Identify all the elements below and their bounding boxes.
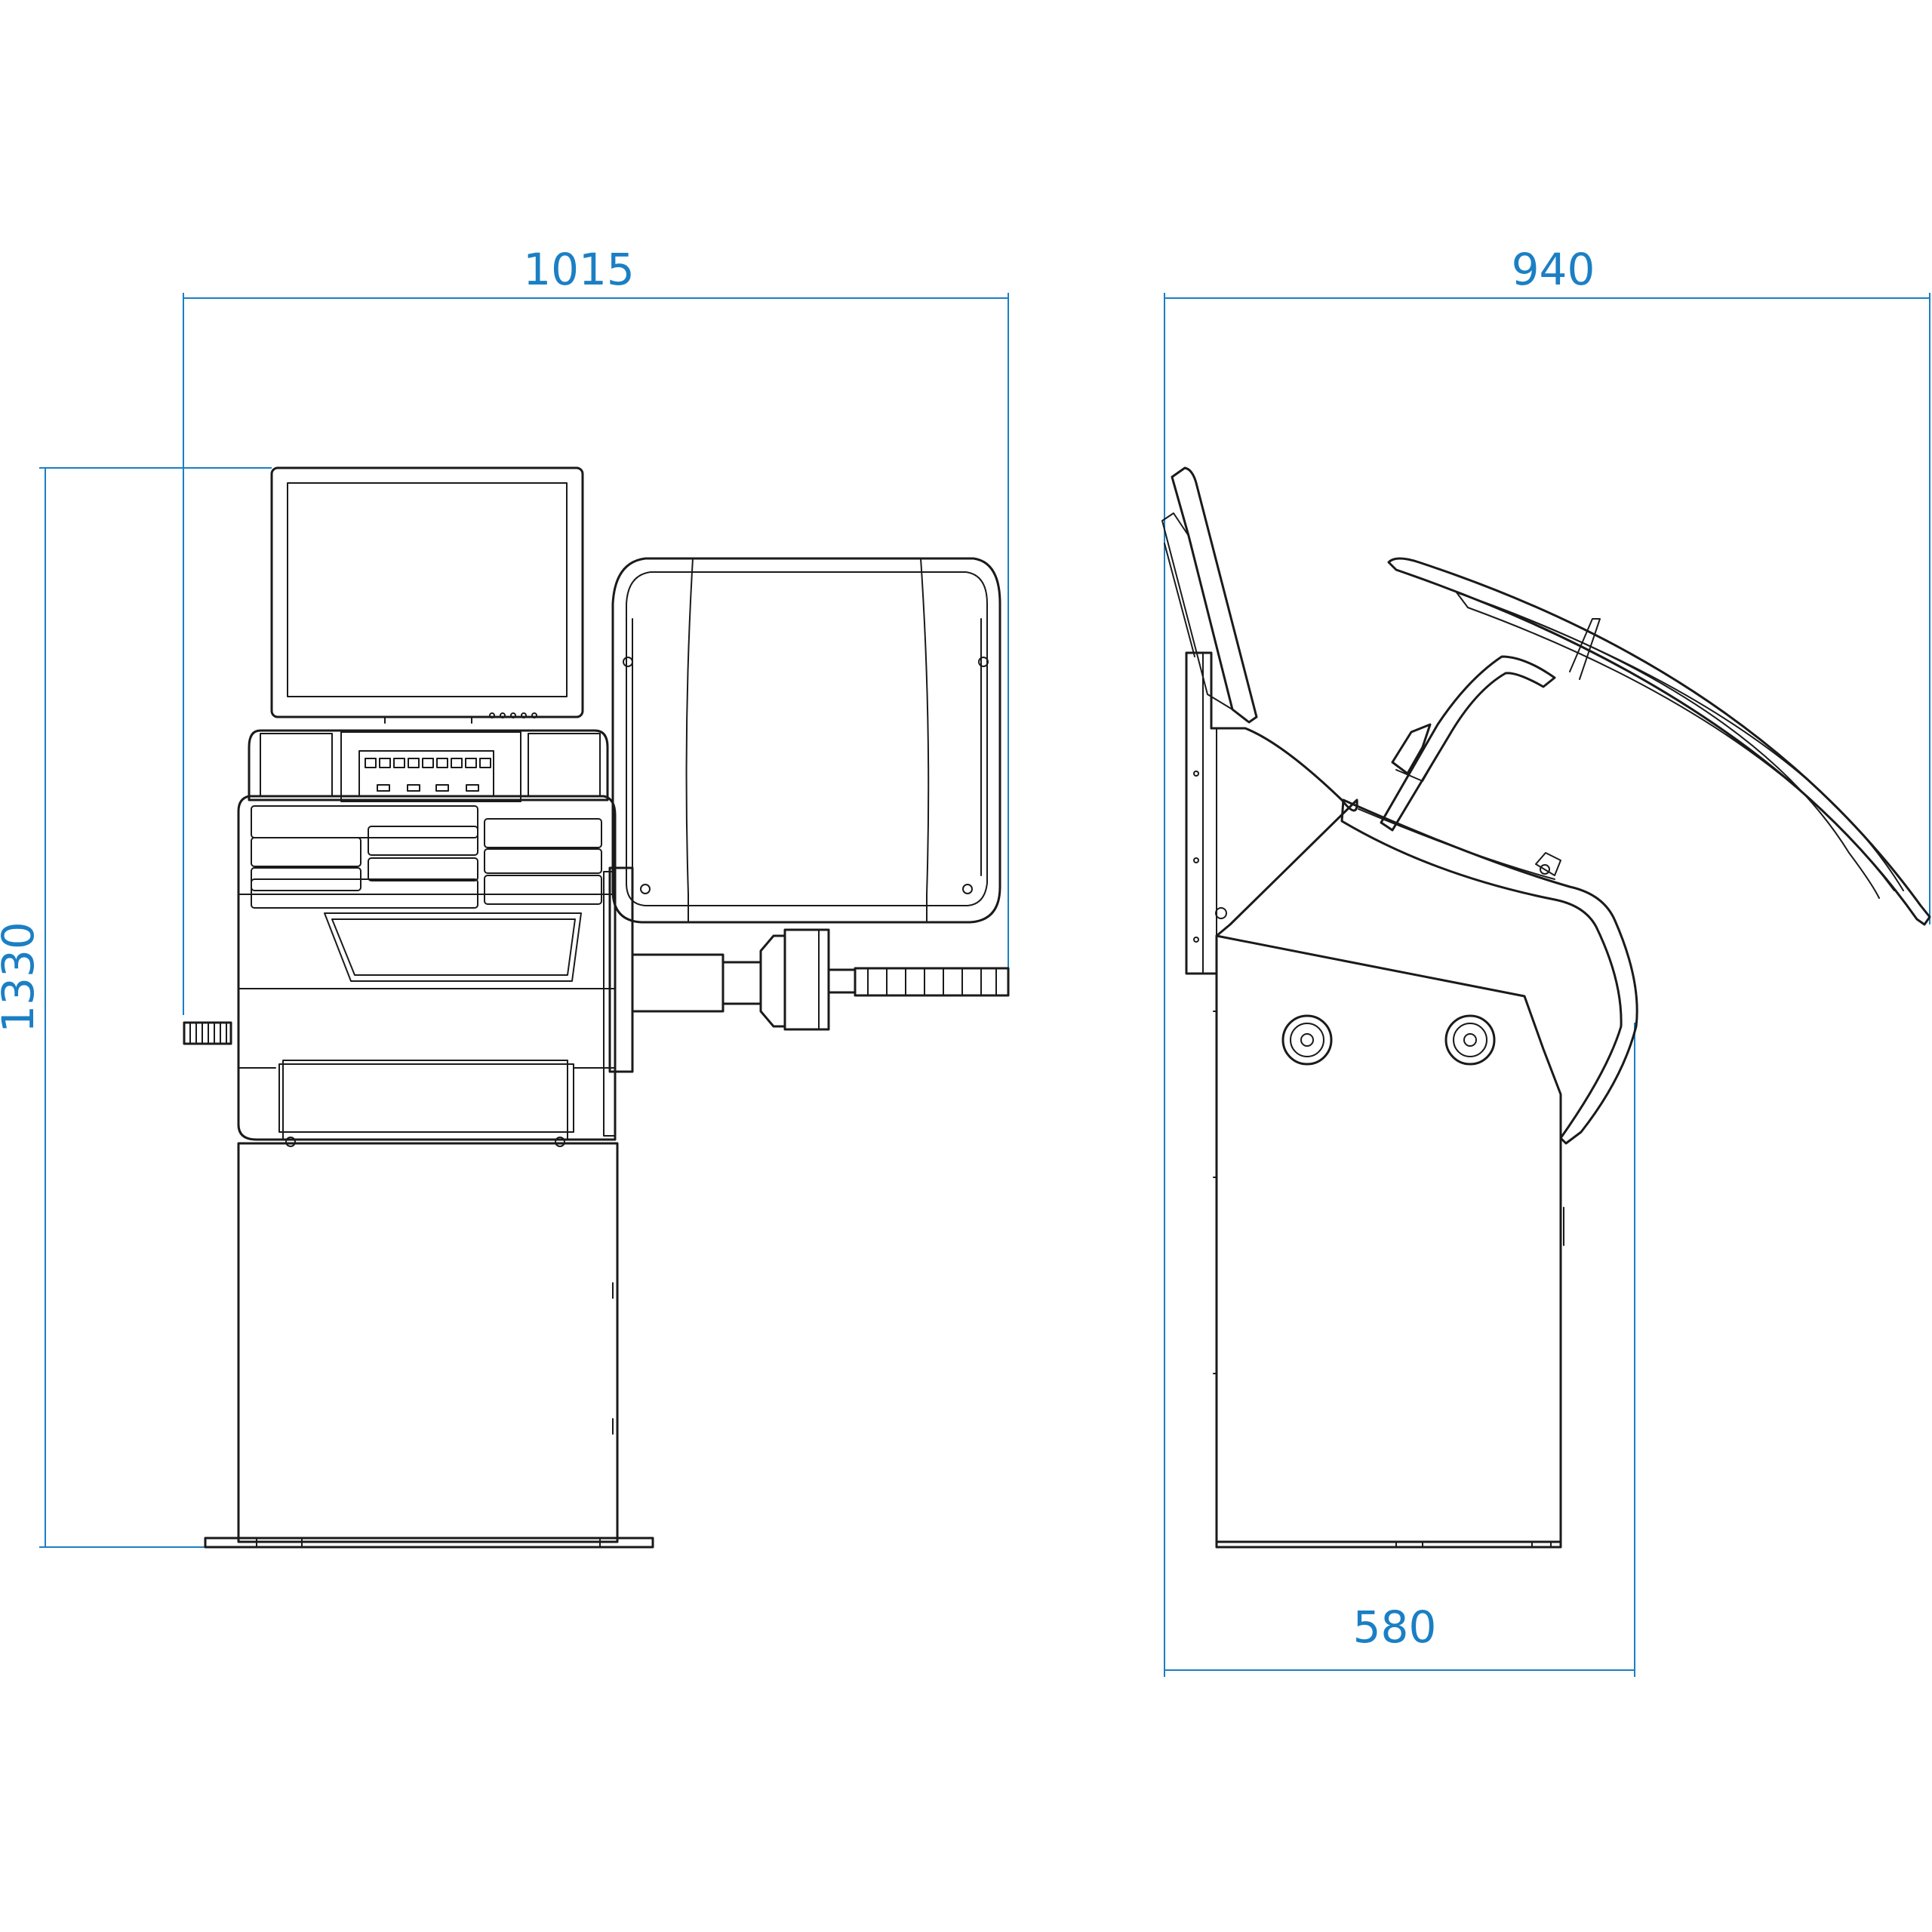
tool-tray-upper <box>248 729 609 802</box>
side-view <box>1161 466 1931 1549</box>
guard-arm <box>1340 618 1638 1145</box>
side-depth-label: 580 <box>1353 1601 1437 1653</box>
balancer-body-front <box>237 795 617 1147</box>
dimension-lines <box>39 293 1930 1677</box>
shaft-assembly <box>608 866 1010 1073</box>
monitor-front <box>270 466 584 724</box>
monitor-side <box>1161 466 1258 724</box>
head-side <box>1185 651 1358 975</box>
front-height-label: 1330 <box>0 921 44 1033</box>
wheel-guard-front <box>611 557 1001 924</box>
cabinet-side <box>1213 934 1564 1549</box>
side-width-label: 940 <box>1512 244 1595 295</box>
wheel-guard-side <box>1387 557 1931 926</box>
front-view <box>183 466 1010 1549</box>
front-width-label: 1015 <box>523 244 635 295</box>
brake-spring <box>183 1021 232 1045</box>
